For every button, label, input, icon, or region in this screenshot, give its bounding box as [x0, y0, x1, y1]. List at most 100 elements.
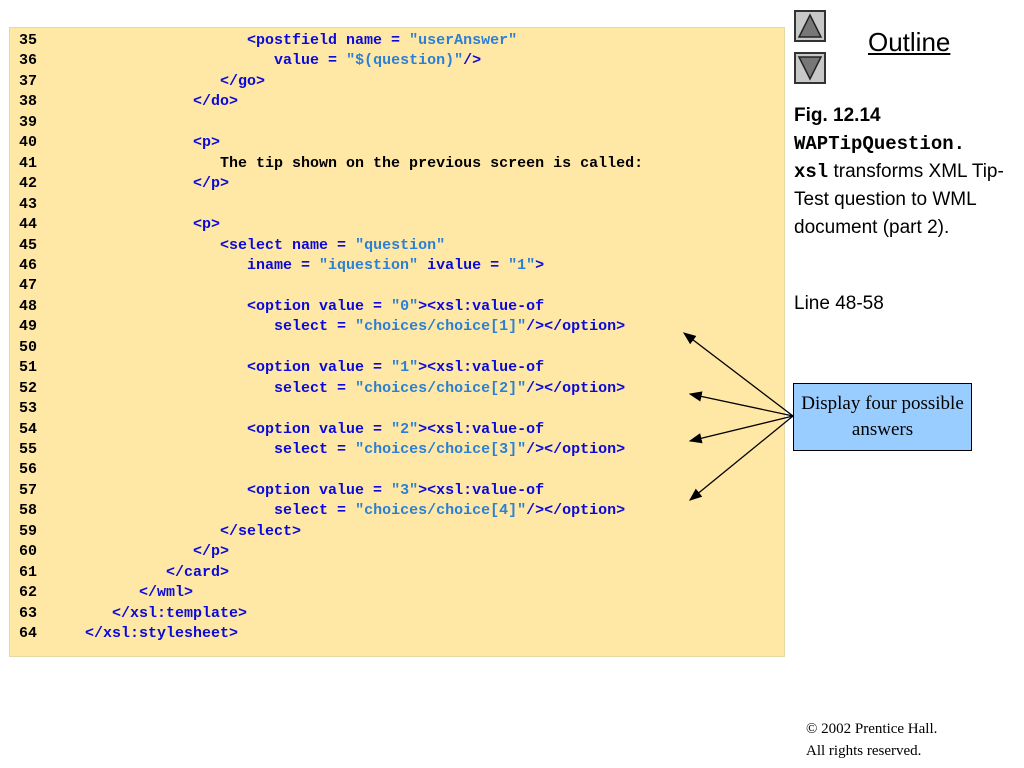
code-token: ><xsl:value-of	[418, 481, 545, 499]
code-line: 44 <p>	[19, 215, 220, 235]
file-name-part1: WAPTipQuestion.	[794, 133, 966, 155]
copyright-line1: 2002 Prentice Hall.	[817, 721, 938, 737]
arrow-to-line-52	[688, 391, 794, 417]
code-token: <option value =	[247, 481, 392, 499]
code-token: <postfield name =	[247, 32, 410, 49]
code-token: select =	[274, 502, 356, 520]
code-line: 39	[19, 113, 67, 133]
code-token: />	[463, 52, 482, 70]
line-number: 49	[19, 318, 38, 336]
code-token: </go>	[220, 72, 266, 90]
code-line: 60 </p>	[19, 542, 229, 562]
code-token: select =	[274, 441, 356, 458]
code-token: </card>	[166, 563, 230, 581]
line-number: 64	[19, 625, 38, 643]
code-line: 41 The tip shown on the previous screen …	[19, 154, 643, 174]
arrow-to-line-49	[682, 332, 794, 417]
code-token: <p>	[193, 216, 221, 234]
code-token: "0"	[391, 297, 419, 315]
code-token: </do>	[193, 93, 239, 111]
code-token: "iquestion"	[319, 256, 419, 274]
code-line: 36 value = "$(question)"/>	[19, 51, 481, 71]
down-triangle-icon	[797, 56, 823, 81]
code-line: 55 select = "choices/choice[3]"/></optio…	[19, 440, 625, 460]
callout-box: Display four possible answers	[793, 383, 972, 451]
code-token: "choices/choice[2]"	[355, 379, 527, 397]
code-token: <option value =	[247, 359, 392, 377]
code-token: "choices/choice[3]"	[355, 441, 527, 458]
code-line: 63 </xsl:template>	[19, 604, 247, 624]
code-line: 35 <postfield name = "userAnswer"	[19, 31, 517, 51]
code-token: <option value =	[247, 420, 392, 438]
copyright-notice: © 2002 Prentice Hall. All rights reserve…	[806, 718, 937, 762]
line-number: 41	[19, 154, 38, 172]
code-line: 42 </p>	[19, 174, 229, 194]
copyright-line2: All rights reserved.	[806, 743, 922, 759]
code-token: "3"	[391, 481, 419, 499]
line-number: 45	[19, 236, 38, 254]
code-line: 43	[19, 195, 67, 215]
code-token: <option value =	[247, 297, 392, 315]
code-line: 37 </go>	[19, 72, 265, 92]
code-line: 45 <select name = "question"	[19, 236, 445, 256]
code-token: ><xsl:value-of	[418, 420, 545, 438]
code-token: </p>	[193, 543, 230, 561]
code-token: <select name =	[220, 236, 356, 254]
outline-link[interactable]: Outline	[868, 27, 951, 57]
code-token: ><xsl:value-of	[418, 359, 545, 377]
code-token: "userAnswer"	[409, 32, 518, 49]
code-line: 64 </xsl:stylesheet>	[19, 624, 238, 644]
code-token: /></option>	[526, 502, 626, 520]
code-token: "1"	[508, 256, 536, 274]
code-token: </wml>	[139, 584, 194, 602]
line-number: 38	[19, 93, 38, 111]
line-number: 61	[19, 563, 38, 581]
code-token: "choices/choice[4]"	[355, 502, 527, 520]
line-number: 40	[19, 134, 38, 152]
code-line: 61 </card>	[19, 563, 229, 583]
code-token: The tip shown on the previous screen is …	[220, 154, 644, 172]
code-token: "1"	[391, 359, 419, 377]
code-token: </xsl:template>	[112, 604, 248, 622]
code-token: ><xsl:value-of	[418, 297, 545, 315]
line-number: 58	[19, 502, 38, 520]
code-token: "choices/choice[1]"	[355, 318, 527, 336]
arrow-to-line-58	[688, 415, 794, 501]
line-number: 48	[19, 297, 38, 315]
code-token: select =	[274, 318, 356, 336]
line-number: 39	[19, 113, 38, 131]
code-token: "question"	[355, 236, 446, 254]
code-line: 57 <option value = "3"><xsl:value-of	[19, 481, 544, 501]
code-token: /></option>	[526, 379, 626, 397]
code-line: 51 <option value = "1"><xsl:value-of	[19, 358, 544, 378]
line-number: 51	[19, 359, 38, 377]
previous-slide-button[interactable]	[794, 10, 826, 42]
next-slide-button[interactable]	[794, 52, 826, 84]
up-triangle-icon	[797, 13, 823, 38]
file-name-part2: xsl	[794, 161, 829, 183]
code-line: 48 <option value = "0"><xsl:value-of	[19, 297, 544, 317]
code-line: 38 </do>	[19, 92, 238, 112]
arrow-to-line-55	[688, 415, 794, 444]
code-token: /></option>	[526, 318, 626, 336]
code-line: 56	[19, 460, 67, 480]
code-line: 59 </select>	[19, 522, 301, 542]
code-token: <p>	[193, 134, 221, 152]
line-number: 52	[19, 379, 38, 397]
code-line: 49 select = "choices/choice[1]"/></optio…	[19, 317, 625, 337]
code-panel	[9, 27, 785, 657]
line-number: 53	[19, 400, 38, 418]
code-token: select =	[274, 379, 356, 397]
line-number: 35	[19, 32, 38, 49]
code-token: >	[535, 256, 545, 274]
code-token: ivalue =	[418, 256, 509, 274]
code-line: 46 iname = "iquestion" ivalue = "1">	[19, 256, 544, 276]
line-number: 57	[19, 481, 38, 499]
code-token: </xsl:stylesheet>	[85, 625, 239, 643]
line-number: 60	[19, 543, 38, 561]
copyright-symbol: ©	[806, 721, 818, 737]
code-token: "$(question)"	[346, 52, 464, 70]
code-token: value =	[274, 52, 347, 70]
line-number: 44	[19, 216, 38, 234]
